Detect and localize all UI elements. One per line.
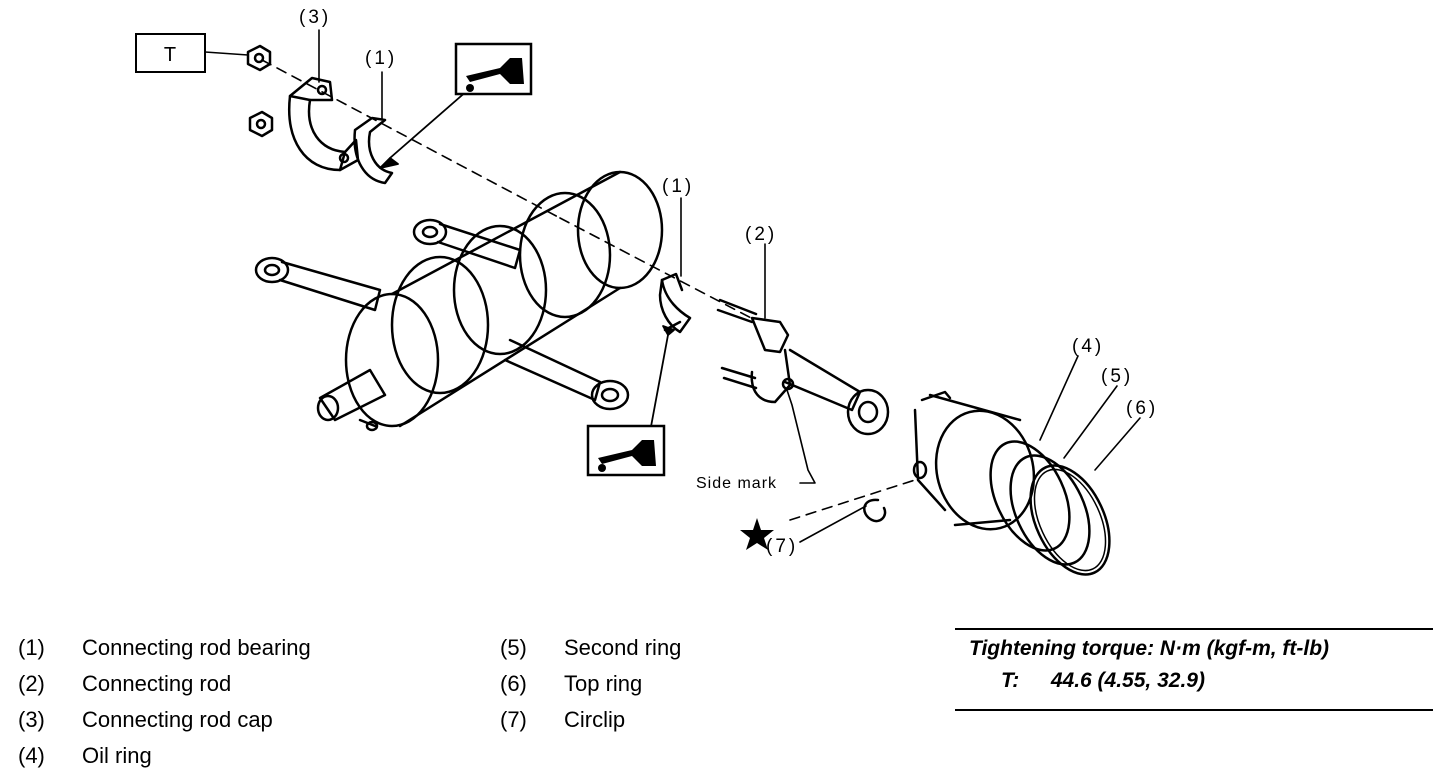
parts-legend-right: (5) Second ring (6) Top ring (7) Circlip — [500, 630, 920, 738]
callout-1-rod-bearing: (1) — [662, 176, 694, 197]
torque-value: 44.6 (4.55, 32.9) — [1050, 669, 1205, 692]
callout-2: (2) — [745, 224, 777, 245]
legend-item-label: Connecting rod — [82, 671, 232, 696]
legend-item: (3) Connecting rod cap — [18, 702, 478, 738]
parts-legend-left: (1) Connecting rod bearing (2) Connectin… — [18, 630, 478, 774]
legend-item-label: Connecting rod bearing — [82, 635, 311, 660]
second-ring — [1009, 454, 1091, 566]
callout-4: (4) — [1072, 336, 1104, 357]
oil-ring — [989, 440, 1071, 552]
legend-item-number: (1) — [18, 635, 45, 660]
torque-row: T: 44.6 (4.55, 32.9) — [955, 669, 1433, 709]
legend-item-number: (6) — [500, 671, 527, 696]
legend-item: (2) Connecting rod — [18, 666, 478, 702]
star-icon — [740, 518, 774, 550]
oil-arrow — [379, 89, 675, 433]
callout-1-cap-bearing: (1) — [365, 48, 397, 69]
legend-item-label: Oil ring — [82, 743, 152, 768]
legend-item-number: (3) — [18, 707, 45, 732]
legend-item: (4) Oil ring — [18, 738, 478, 774]
callout-3: (3) — [299, 7, 331, 28]
crankshaft — [316, 170, 664, 432]
piston — [912, 390, 1036, 531]
assembled-connecting-rod — [412, 218, 522, 270]
cap-nut — [248, 110, 274, 138]
connecting-rod-cap — [287, 76, 360, 172]
connecting-rod-bearing-upper — [353, 116, 394, 185]
legend-item-number: (2) — [18, 671, 45, 696]
assembled-connecting-rod — [503, 338, 630, 411]
legend-item: (1) Connecting rod bearing — [18, 630, 478, 666]
oil-application-icon — [454, 42, 533, 96]
torque-box-label: T — [164, 44, 176, 66]
divider — [955, 628, 1433, 630]
circlip — [863, 498, 887, 523]
divider — [955, 709, 1433, 711]
legend-item-label: Second ring — [564, 635, 682, 660]
torque-label: T: — [1001, 669, 1020, 692]
connecting-rod-bearing-lower — [658, 272, 692, 334]
assembly-centerline — [261, 59, 916, 521]
callout-6: (6) — [1126, 398, 1158, 419]
assembled-connecting-rod — [254, 256, 382, 312]
legend-item-number: (5) — [500, 635, 527, 660]
legend-item-label: Circlip — [564, 707, 626, 732]
cap-nut — [246, 44, 272, 72]
torque-specification-table: Tightening torque: N·m (kgf-m, ft-lb) T:… — [955, 628, 1433, 711]
legend-item-number: (7) — [500, 707, 527, 732]
legend-item: (7) Circlip — [500, 702, 920, 738]
legend-item: (6) Top ring — [500, 666, 920, 702]
exploded-view-diagram: T (1) (3) (1) (2) (4) (5) (6) (7) Side m… — [135, 7, 1158, 576]
callout-7: (7) — [766, 536, 798, 557]
side-mark-label: Side mark — [696, 475, 777, 492]
connecting-rod — [716, 298, 890, 436]
oil-application-icon — [586, 424, 666, 477]
legend-item-label: Top ring — [564, 671, 643, 696]
legend-item-number: (4) — [18, 743, 45, 768]
legend-item-label: Connecting rod cap — [82, 707, 273, 732]
callout-5: (5) — [1101, 366, 1133, 387]
torque-title: Tightening torque: N·m (kgf-m, ft-lb) — [969, 637, 1330, 660]
torque-box: T — [135, 33, 206, 73]
leader-lines — [204, 29, 1141, 543]
top-ring — [1029, 464, 1111, 576]
legend-item: (5) Second ring — [500, 630, 920, 666]
